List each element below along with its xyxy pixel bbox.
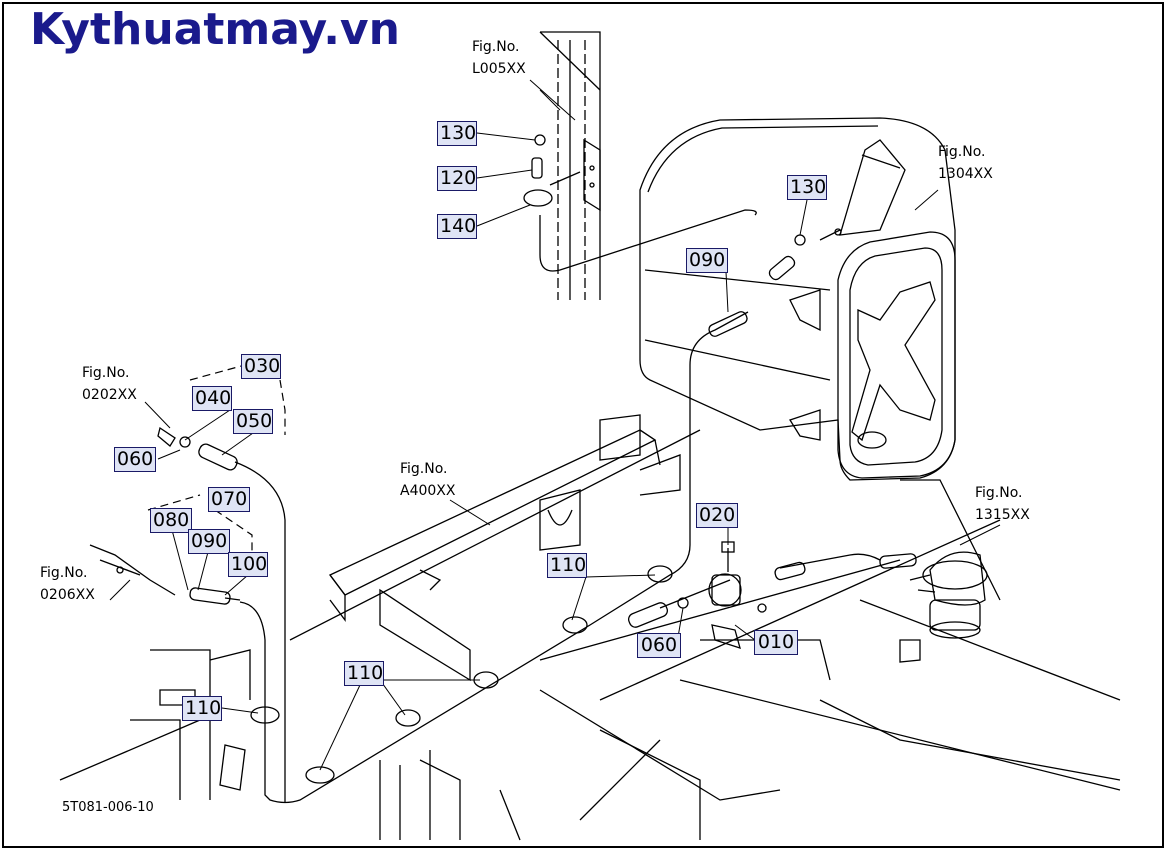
figref-1304: Fig.No. 1304XX bbox=[938, 141, 993, 185]
figref-label: Fig.No. bbox=[938, 144, 986, 160]
figref-0206: Fig.No. 0206XX bbox=[40, 562, 95, 606]
fuel-filter-icon bbox=[909, 551, 988, 639]
hose-sleeves bbox=[189, 157, 917, 628]
callout-100[interactable]: 100 bbox=[228, 552, 268, 577]
callout-040[interactable]: 040 bbox=[192, 386, 232, 411]
callout-130-top[interactable]: 130 bbox=[437, 121, 477, 146]
fuel-hose bbox=[224, 171, 881, 804]
figref-code: 1315XX bbox=[975, 507, 1030, 523]
callout-110-left[interactable]: 110 bbox=[182, 696, 222, 721]
figref-1315: Fig.No. 1315XX bbox=[975, 482, 1030, 526]
brand-watermark: Kythuatmay.vn bbox=[30, 4, 400, 55]
figref-label: Fig.No. bbox=[975, 485, 1023, 501]
figref-label: Fig.No. bbox=[400, 461, 448, 477]
figref-0202: Fig.No. 0202XX bbox=[82, 362, 137, 406]
figref-code: 0202XX bbox=[82, 387, 137, 403]
chassis-frame bbox=[59, 414, 1121, 841]
kit-brackets bbox=[147, 364, 286, 560]
callout-020[interactable]: 020 bbox=[696, 503, 738, 528]
figref-l005: Fig.No. L005XX bbox=[472, 36, 526, 80]
figref-label: Fig.No. bbox=[82, 365, 130, 381]
figref-code: L005XX bbox=[472, 61, 526, 77]
callout-070[interactable]: 070 bbox=[208, 487, 250, 512]
callout-120[interactable]: 120 bbox=[437, 166, 477, 191]
callout-130-right[interactable]: 130 bbox=[787, 175, 827, 200]
callout-030[interactable]: 030 bbox=[241, 354, 281, 379]
callout-090-left[interactable]: 090 bbox=[188, 529, 230, 554]
drawing-number: 5T081-006-10 bbox=[62, 800, 154, 815]
figref-a400: Fig.No. A400XX bbox=[400, 458, 455, 502]
callout-090-right[interactable]: 090 bbox=[686, 248, 728, 273]
callout-140[interactable]: 140 bbox=[437, 214, 477, 239]
callout-010[interactable]: 010 bbox=[754, 630, 798, 655]
callout-110-mid[interactable]: 110 bbox=[547, 553, 587, 578]
callout-060-mid[interactable]: 060 bbox=[637, 633, 681, 658]
hose-fittings bbox=[89, 228, 842, 596]
hose-clamp-icon bbox=[179, 134, 806, 784]
fuel-pump-icon bbox=[708, 541, 767, 649]
leader-lines bbox=[109, 79, 1001, 771]
callout-110-low[interactable]: 110 bbox=[344, 661, 384, 686]
figref-label: Fig.No. bbox=[472, 39, 520, 55]
figref-label: Fig.No. bbox=[40, 565, 88, 581]
upper-frame-post bbox=[539, 31, 601, 300]
fuel-tank-icon bbox=[639, 117, 956, 481]
callout-080[interactable]: 080 bbox=[150, 508, 192, 533]
figref-code: 0206XX bbox=[40, 587, 95, 603]
figref-code: A400XX bbox=[400, 483, 456, 499]
figref-code: 1304XX bbox=[938, 166, 993, 182]
callout-060-left[interactable]: 060 bbox=[114, 447, 156, 472]
callout-050[interactable]: 050 bbox=[233, 409, 273, 434]
